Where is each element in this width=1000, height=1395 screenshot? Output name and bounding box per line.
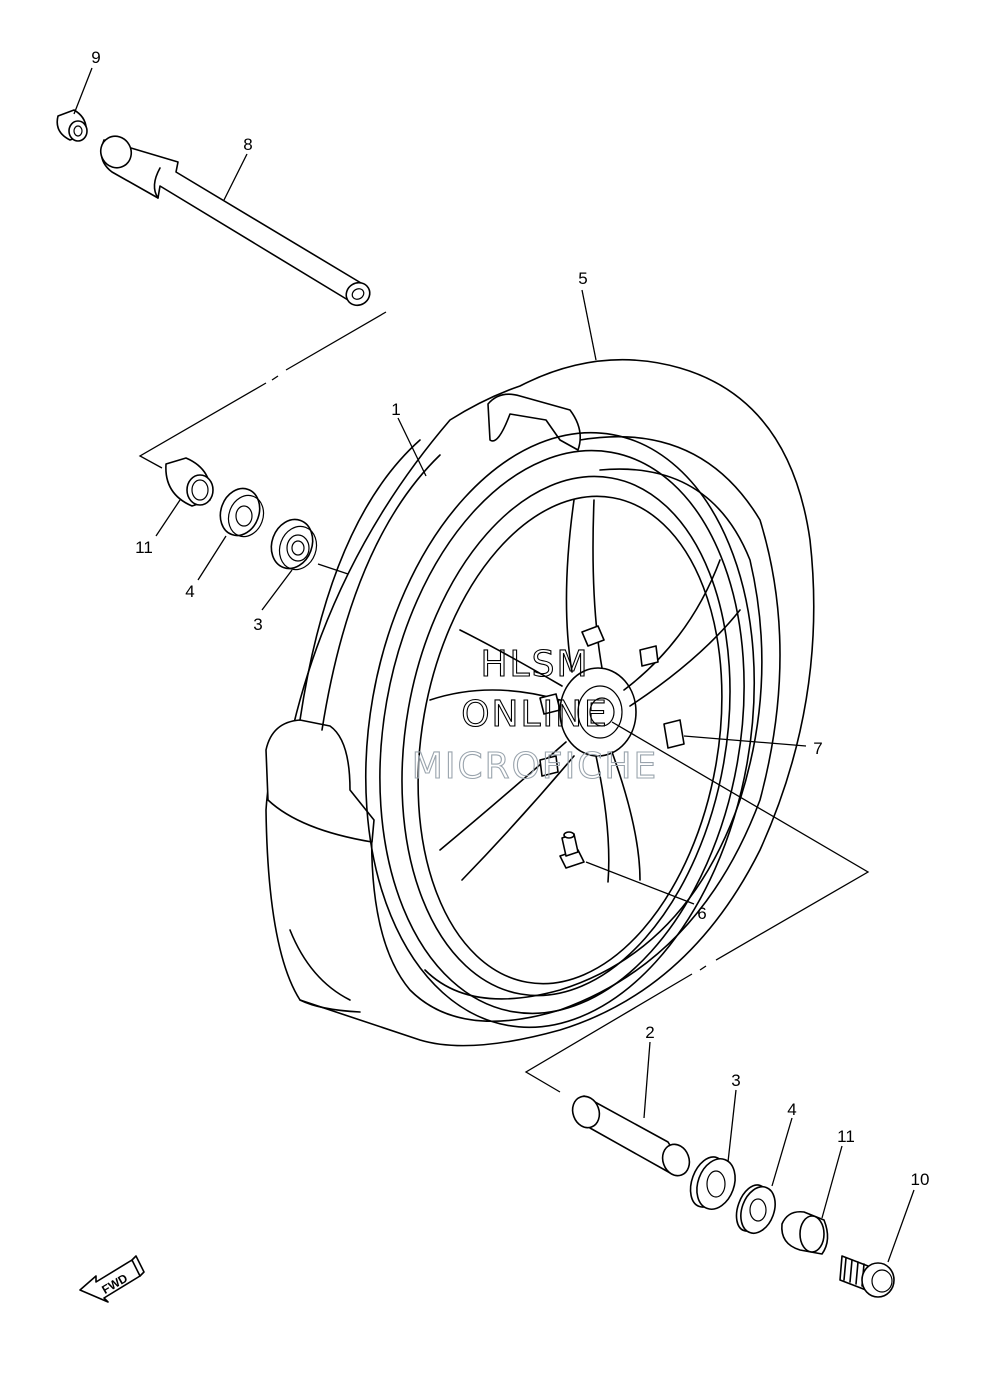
callout-6: 6 [697, 904, 706, 923]
part-9-collar [56, 109, 88, 142]
callout-4-right: 4 [787, 1100, 796, 1119]
part-10-bolt [839, 1255, 895, 1298]
callout-11-right: 11 [837, 1127, 855, 1146]
part-1-rim [299, 431, 756, 1029]
watermark-line-3: MICROFICHE [412, 746, 658, 787]
callout-5: 5 [578, 269, 587, 288]
callout-1: 1 [391, 400, 400, 419]
part-5-tire [265, 358, 815, 1047]
callout-7: 7 [813, 739, 822, 758]
part-4-oil-seal-right [735, 1184, 776, 1235]
part-4-oil-seal-left [219, 487, 265, 538]
watermark: HLSM ONLINE MICROFICHE [411, 643, 658, 787]
part-11-spacer-right [781, 1210, 829, 1255]
part-11-spacer-left [165, 457, 214, 507]
part-3-bearing-right [689, 1156, 736, 1210]
callout-3-left: 3 [253, 615, 262, 634]
axle-centerline-upper [138, 311, 387, 469]
part-7-balance-weight [663, 719, 685, 749]
fwd-direction-badge: FWD [79, 1255, 145, 1303]
callout-2: 2 [645, 1023, 654, 1042]
leader-lines [73, 67, 915, 1263]
watermark-line-2: ONLINE [461, 694, 609, 735]
callout-4-left: 4 [185, 582, 194, 601]
part-6-valve [559, 831, 585, 869]
wheel-hub-and-spokes [429, 499, 741, 883]
callout-labels: 9 8 5 1 11 4 3 7 6 2 3 4 11 10 [91, 48, 929, 1189]
watermark-line-1: HLSM [480, 644, 589, 685]
part-3-bearing-left [270, 518, 318, 571]
callout-8: 8 [243, 135, 252, 154]
axle-centerline-lower [524, 721, 870, 1093]
callout-9: 9 [91, 48, 100, 67]
part-2-spacer [571, 1095, 691, 1177]
callout-10: 10 [911, 1170, 930, 1189]
callout-11-left: 11 [135, 538, 153, 557]
part-8-axle [99, 135, 371, 307]
callout-3-right: 3 [731, 1071, 740, 1090]
